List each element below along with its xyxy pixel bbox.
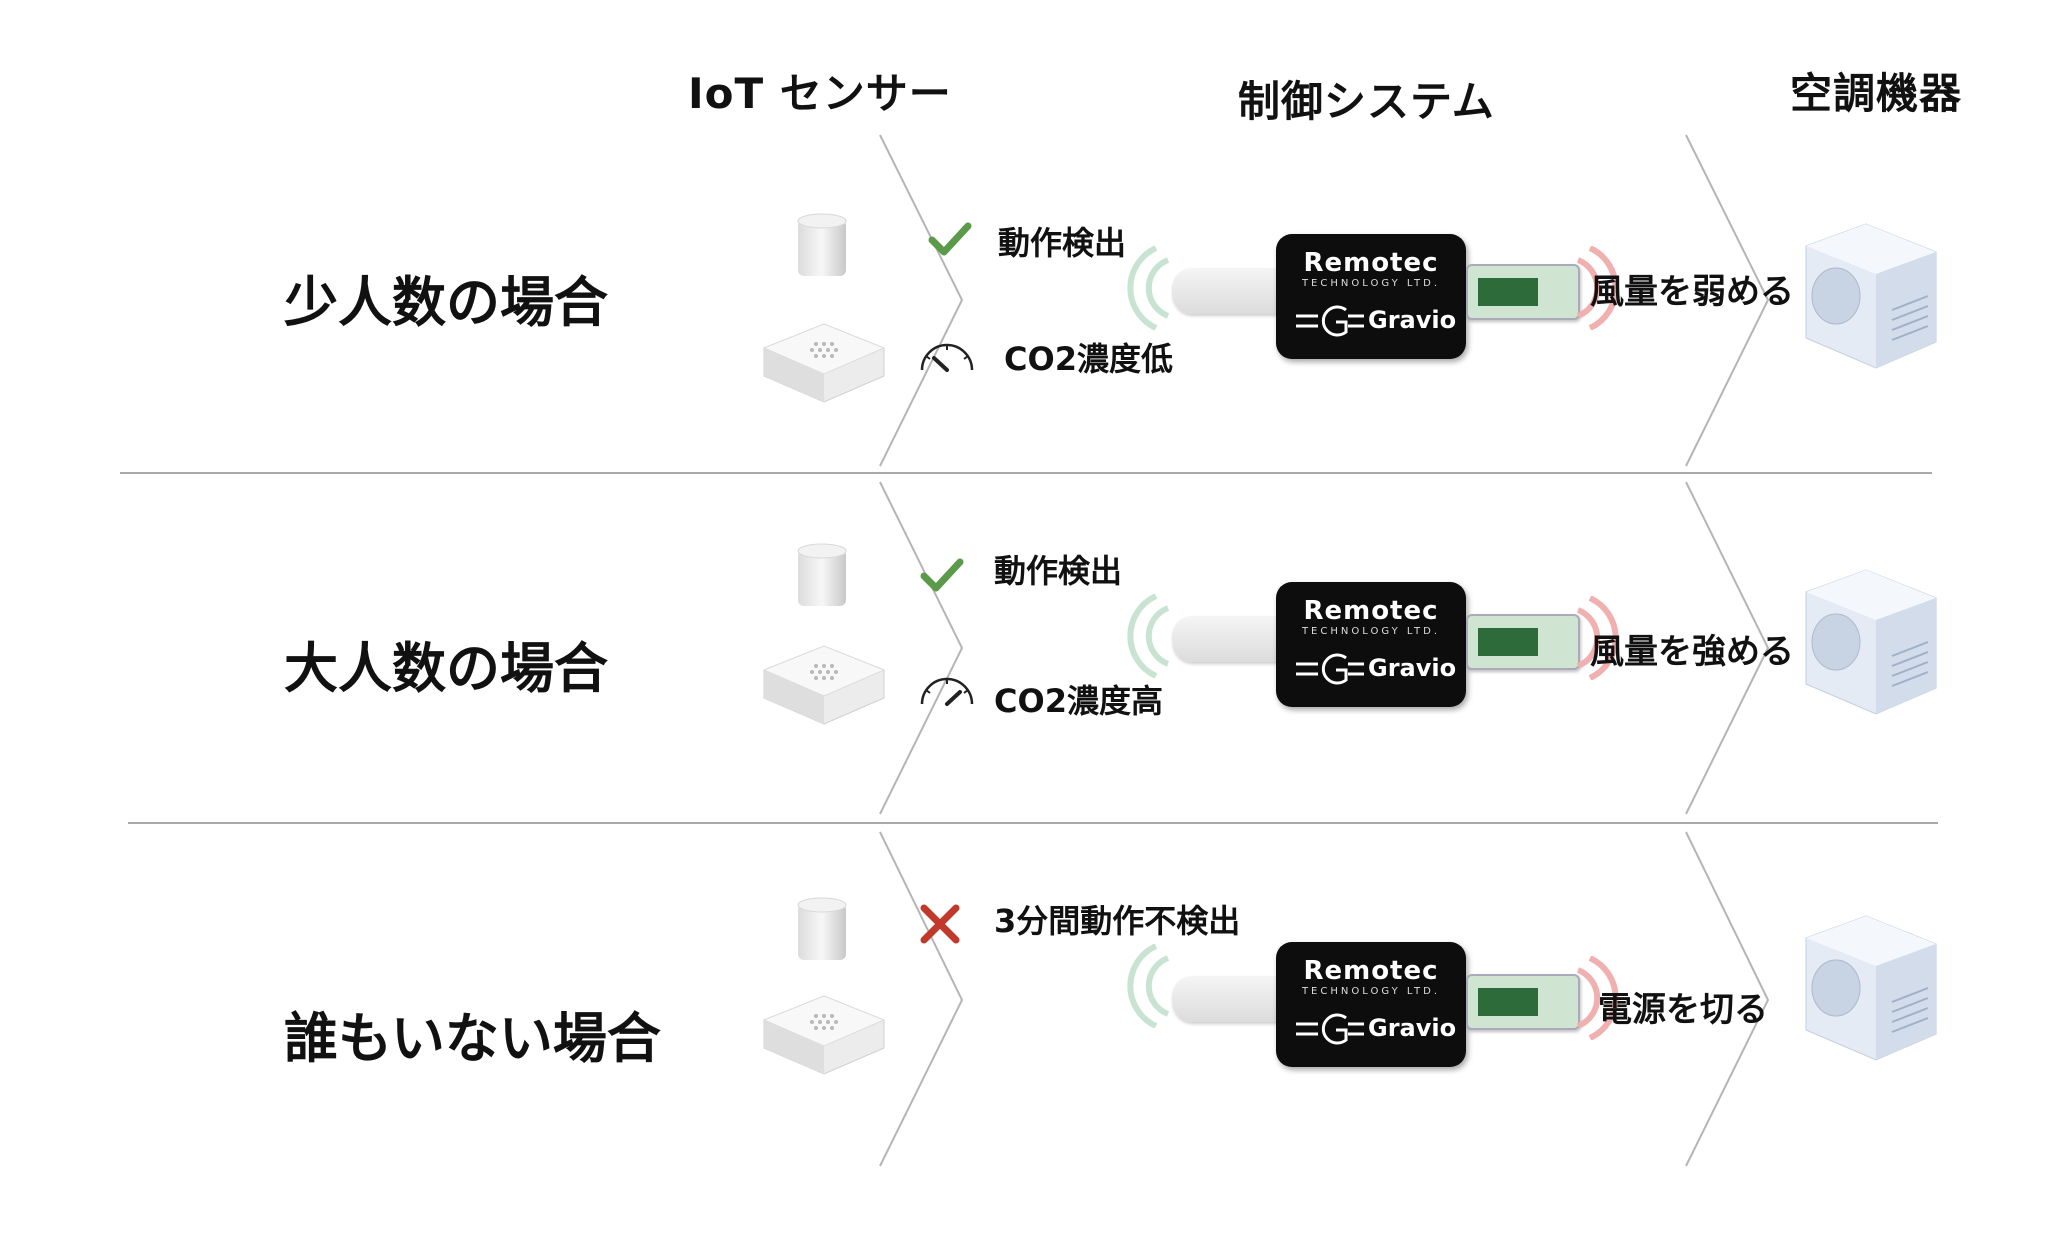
device-brand: Remotec — [1303, 248, 1439, 278]
gravio-control-device: Remotec TECHNOLOGY LTD. Gravio — [1276, 234, 1466, 359]
action-power-off: 電源を切る — [1598, 990, 1768, 1030]
header-hvac: 空調機器 — [1790, 69, 1963, 118]
gravio-control-device: Remotec TECHNOLOGY LTD. Gravio — [1276, 942, 1466, 1067]
motion-sensor-icon — [797, 213, 847, 276]
status-no-motion: 3分間動作不検出 — [994, 902, 1241, 940]
cross-icon — [920, 904, 960, 944]
gauge-high-icon — [920, 677, 974, 706]
zwave-stick-icon — [1466, 974, 1580, 1030]
signal-waves-right — [1576, 956, 1619, 1040]
scenario-nobody: 誰もいない場合 — [284, 1007, 661, 1070]
air-conditioner-icon — [1805, 569, 1937, 715]
device-product: Gravio — [1368, 654, 1457, 682]
signal-waves-right — [1576, 246, 1619, 330]
gravio-logo-icon — [1296, 653, 1364, 685]
usb-stick-left — [1172, 268, 1282, 314]
row-divider-1 — [120, 472, 1932, 474]
signal-waves-left — [1127, 246, 1170, 330]
scenario-few-people: 少人数の場合 — [284, 271, 608, 334]
usb-stick-left — [1172, 616, 1282, 662]
check-icon — [920, 558, 964, 592]
usb-stick-left — [1172, 976, 1282, 1022]
status-co2-level: CO2濃度高 — [994, 682, 1163, 720]
gravio-logo-icon — [1296, 305, 1364, 337]
device-subtitle: TECHNOLOGY LTD. — [1301, 626, 1441, 637]
status-motion-detected: 動作検出 — [998, 224, 1127, 262]
header-control-system: 制御システム — [1238, 77, 1495, 126]
air-conditioner-icon — [1805, 915, 1937, 1061]
action-increase-airflow: 風量を強める — [1590, 632, 1794, 672]
device-subtitle: TECHNOLOGY LTD. — [1301, 278, 1441, 289]
action-reduce-airflow: 風量を弱める — [1590, 272, 1794, 312]
header-iot-sensor: IoT センサー — [688, 69, 952, 118]
status-motion-detected: 動作検出 — [994, 552, 1123, 590]
device-subtitle: TECHNOLOGY LTD. — [1301, 986, 1441, 997]
status-co2-level: CO2濃度低 — [1004, 340, 1173, 378]
signal-waves-left — [1127, 594, 1170, 678]
environment-sensor-icon — [762, 323, 886, 403]
gravio-logo-icon — [1296, 1013, 1364, 1045]
signal-waves-right — [1576, 596, 1619, 680]
device-product: Gravio — [1368, 1014, 1457, 1042]
environment-sensor-icon — [762, 995, 886, 1075]
device-brand: Remotec — [1303, 596, 1439, 626]
motion-sensor-icon — [797, 543, 847, 606]
signal-waves-left — [1127, 944, 1170, 1028]
check-icon — [928, 222, 972, 256]
scenario-many-people: 大人数の場合 — [284, 637, 608, 700]
device-product: Gravio — [1368, 306, 1457, 334]
environment-sensor-icon — [762, 645, 886, 725]
motion-sensor-icon — [797, 897, 847, 960]
row-divider-2 — [128, 822, 1938, 824]
zwave-stick-icon — [1466, 614, 1580, 670]
gravio-control-device: Remotec TECHNOLOGY LTD. Gravio — [1276, 582, 1466, 707]
zwave-stick-icon — [1466, 264, 1580, 320]
air-conditioner-icon — [1805, 223, 1937, 369]
device-brand: Remotec — [1303, 956, 1439, 986]
gauge-low-icon — [920, 343, 974, 372]
